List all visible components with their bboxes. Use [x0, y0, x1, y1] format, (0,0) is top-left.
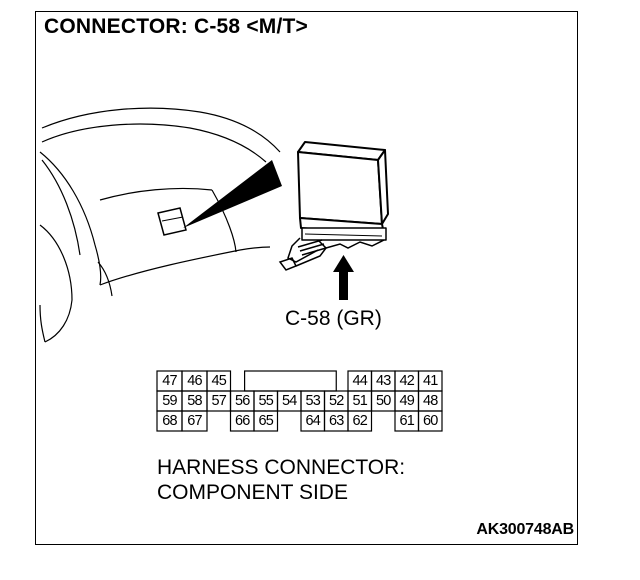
pin-67: 67: [187, 413, 202, 429]
pin-65: 65: [258, 413, 274, 429]
caption-line-1: HARNESS CONNECTOR:: [157, 456, 406, 479]
pin-56: 56: [234, 393, 250, 409]
pin-cell: [181, 410, 208, 432]
connector-label: C-58 (GR): [285, 307, 382, 330]
pin-68: 68: [162, 413, 177, 429]
connector-location-box: [157, 207, 187, 236]
pin-43: 43: [375, 373, 391, 389]
pin-45: 45: [211, 373, 227, 389]
diagram-title: CONNECTOR: C-58 <M/T>: [44, 15, 309, 38]
pin-64: 64: [305, 413, 321, 429]
figure-code: AK300748AB: [476, 521, 574, 538]
indicator-arrow: [333, 255, 354, 300]
connector-key-notch: [243, 370, 337, 392]
pin-66: 66: [234, 413, 250, 429]
pin-49: 49: [399, 393, 415, 409]
pin-57: 57: [211, 393, 227, 409]
pin-58: 58: [187, 393, 202, 409]
pin-61: 61: [399, 413, 415, 429]
diagram-frame: [35, 11, 578, 545]
pin-grid-outline: [156, 370, 443, 432]
pin-cell: [347, 410, 373, 432]
pin-54: 54: [281, 393, 297, 409]
pointer-wedge: [183, 160, 282, 228]
pin-50: 50: [375, 393, 391, 409]
dashboard-outline: [39, 107, 281, 343]
pin-47: 47: [162, 373, 177, 389]
ecu-unit: [297, 141, 389, 241]
pin-52: 52: [328, 393, 344, 409]
pin-63: 63: [328, 413, 344, 429]
harness-connector-plug: [278, 237, 385, 271]
pin-48: 48: [422, 393, 438, 409]
harness-caption: HARNESS CONNECTOR: COMPONENT SIDE: [157, 455, 405, 505]
pin-62: 62: [352, 413, 368, 429]
pin-51: 51: [352, 393, 368, 409]
caption-line-2: COMPONENT SIDE: [157, 481, 348, 504]
pin-42: 42: [399, 373, 415, 389]
pin-cell: [417, 410, 443, 432]
pin-59: 59: [162, 393, 177, 409]
pin-60: 60: [422, 413, 438, 429]
pin-41: 41: [422, 373, 438, 389]
pin-53: 53: [305, 393, 321, 409]
pin-46: 46: [187, 373, 202, 389]
pin-55: 55: [258, 393, 274, 409]
pin-44: 44: [352, 373, 368, 389]
pin-cell: [253, 410, 279, 432]
